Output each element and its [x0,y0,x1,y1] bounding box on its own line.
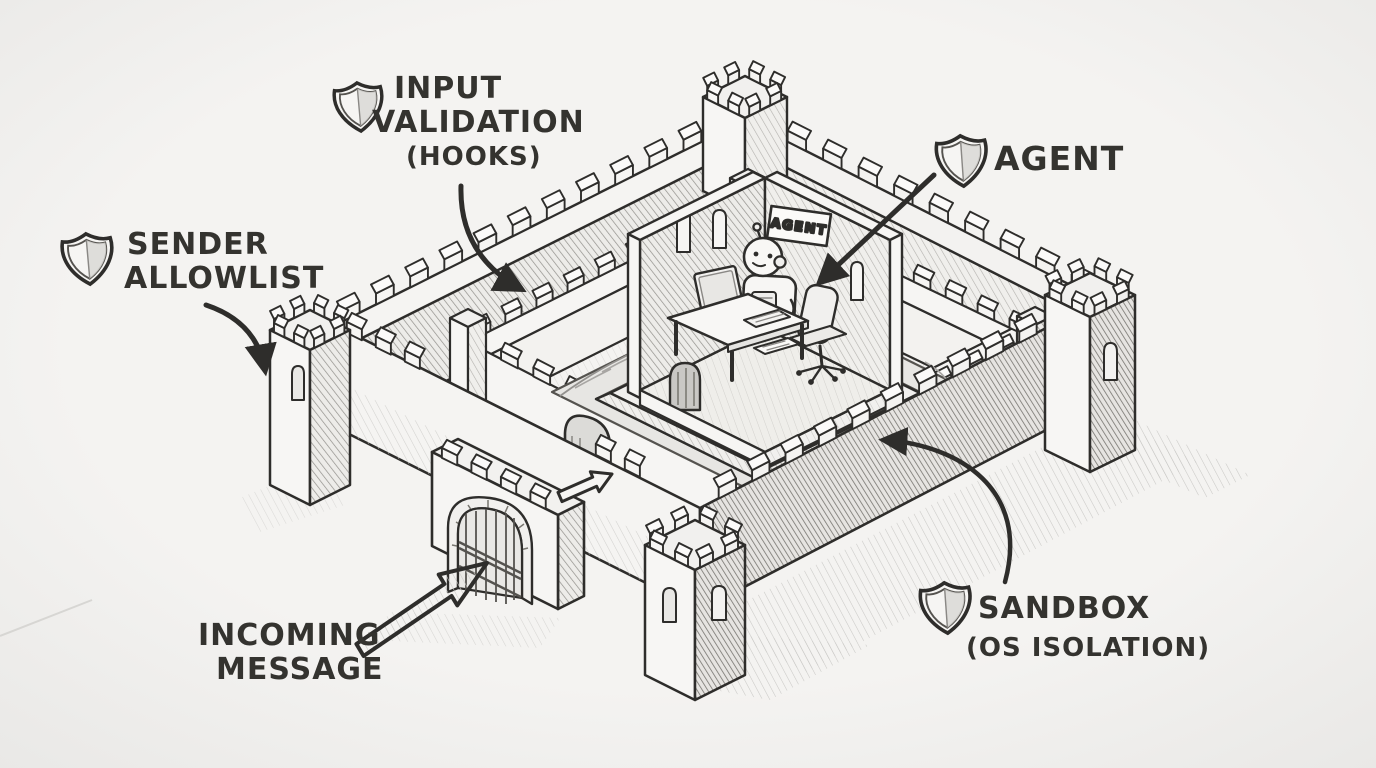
label-line: INPUT [394,71,502,106]
chair [788,283,848,385]
keyboard-icon [743,309,791,328]
keep-interior [666,222,848,385]
notepad-icon [753,337,800,355]
block-arrow-icon [354,561,489,658]
keep-window-slit [850,261,864,301]
keep-left-edge [626,232,642,400]
tower-south [643,518,747,702]
sandbox-arrow [878,426,1013,585]
label-line: VALIDATION [372,105,585,140]
crenellations-tower-south [645,504,743,569]
gatehouse-side [556,500,586,611]
label-sandbox: SANDBOX (OS ISOLATION) [917,579,1210,663]
label-agent: AGENT [933,132,1124,190]
tower-window-slit [291,365,305,401]
label-line: ALLOWLIST [124,261,324,296]
label-line: (HOOKS) [406,142,542,172]
desk [666,292,810,382]
keep-window-slit [712,209,727,249]
tower-west [268,308,352,507]
label-line: AGENT [994,139,1124,178]
inner-gate-arrow-icon [556,470,614,504]
sender-allowlist-arrow [203,302,277,377]
agent-sign: AGENT [765,204,833,248]
crenellations-tower-east [1044,257,1134,316]
tower-window-slit [1103,342,1118,381]
keep-door-arch [668,361,702,412]
label-line: MESSAGE [216,652,384,687]
agent-arrow [815,172,937,287]
crenellations-back-left [335,103,737,323]
label-line: INCOMING [198,618,381,653]
crenellations-tower-north [702,60,787,117]
label-line: SANDBOX [978,591,1150,626]
keep-right-edge [888,232,904,400]
input-validation-arrow [458,183,527,293]
tower-east [1043,271,1137,474]
label-line: (OS ISOLATION) [966,633,1210,663]
moat-water-waves [574,354,952,474]
tower-window-slit [662,587,677,623]
label-input-validation: INPUT VALIDATION (HOOKS) [331,71,585,172]
crenellations-sw [345,311,426,370]
gate-portcullis [458,509,522,604]
label-line: SENDER [127,227,269,262]
crenellations-sw [594,433,646,478]
annotation-arrows [203,172,1013,585]
label-sender-allowlist: SENDER ALLOWLIST [59,227,324,296]
crenellations-gatehouse [440,438,552,510]
crenellations-tower-west [269,294,350,349]
robot-ear [773,255,787,269]
label-incoming-message: INCOMING MESSAGE [198,618,384,687]
tower-window-slit [711,585,727,621]
crenellations-se [712,312,1038,500]
